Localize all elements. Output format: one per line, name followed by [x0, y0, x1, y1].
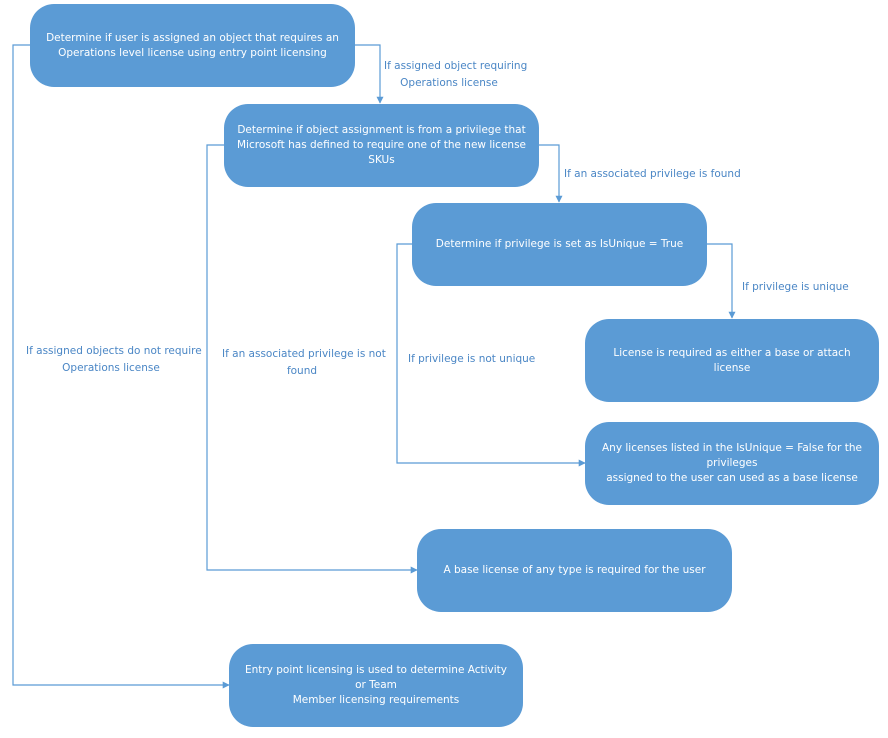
connector-privilege-not-found [206, 144, 418, 574]
label-text: If assigned objects do not require [26, 345, 202, 357]
label-text: found [286, 365, 318, 377]
node-entry-point: Entry point licensing is used to determi… [229, 644, 523, 727]
connector-not-unique [396, 243, 586, 467]
node-base-license: A base license of any type is required f… [417, 529, 732, 612]
label-not-unique: If privilege is not unique [408, 351, 535, 368]
node-text: Determine if object assignment is from a… [237, 124, 526, 136]
label-is-unique: If privilege is unique [742, 279, 849, 296]
node-text: Entry point licensing is used to determi… [244, 664, 508, 691]
label-text: If privilege is not unique [408, 353, 536, 365]
connector-ops-not-required [12, 44, 230, 689]
node-check-unique: Determine if privilege is set as IsUniqu… [412, 203, 707, 286]
node-text: Determine if user is assigned an object … [46, 31, 339, 44]
label-text: If an associated privilege is not [222, 348, 386, 360]
connector-ops-required [355, 44, 384, 104]
label-text: If assigned object requiring [384, 60, 528, 72]
node-text: Determine if privilege is set as IsUniqu… [435, 238, 684, 250]
node-unique-result: License is required as either a base or … [585, 319, 879, 402]
node-text: Operations level license using entry poi… [58, 46, 327, 59]
node-not-unique-result: Any licenses listed in the IsUnique = Fa… [585, 422, 879, 505]
node-text: assigned to the user can used as a base … [606, 472, 858, 484]
node-check-operations: Determine if user is assigned an object … [30, 4, 355, 87]
node-text: A base license of any type is required f… [443, 564, 706, 576]
label-text: If privilege is unique [742, 281, 849, 293]
node-text: Microsoft has defined to require one of … [236, 139, 527, 166]
node-text: Any licenses listed in the IsUnique = Fa… [602, 442, 862, 469]
connector-privilege-found [539, 144, 563, 203]
node-text: Member licensing requirements [292, 694, 460, 706]
node-check-privilege: Determine if object assignment is from a… [224, 104, 539, 187]
label-privilege-not-found: If an associated privilege is not found [222, 346, 386, 380]
label-text: Operations license [400, 77, 498, 89]
label-text: If an associated privilege is found [564, 168, 741, 180]
label-privilege-found: If an associated privilege is found [564, 166, 741, 183]
node-text: License is required as either a base or … [613, 346, 851, 374]
label-text: Operations license [62, 362, 160, 374]
connector-is-unique [707, 243, 736, 319]
